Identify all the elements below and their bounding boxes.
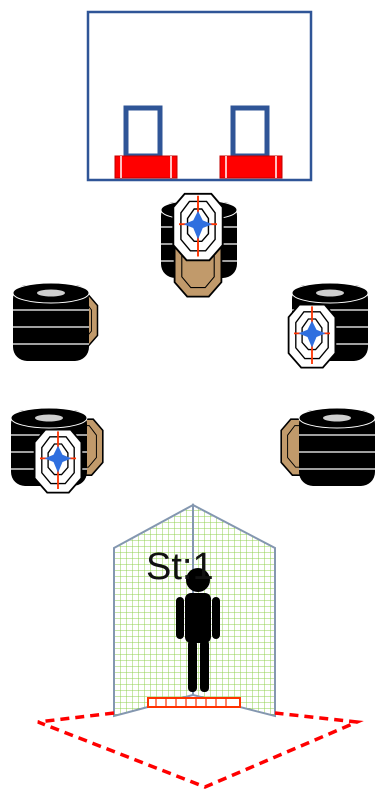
paper-target-icon [35, 430, 82, 493]
stage-label: St:1 [146, 548, 214, 586]
paper-target-icon [173, 194, 222, 260]
start-position-marker [148, 698, 240, 707]
barrel-stack-icon [13, 283, 89, 361]
paper-target-icon [289, 305, 336, 368]
fault-line [38, 713, 357, 787]
shooting-box [88, 12, 311, 180]
barrel-stack-icon [299, 408, 375, 486]
